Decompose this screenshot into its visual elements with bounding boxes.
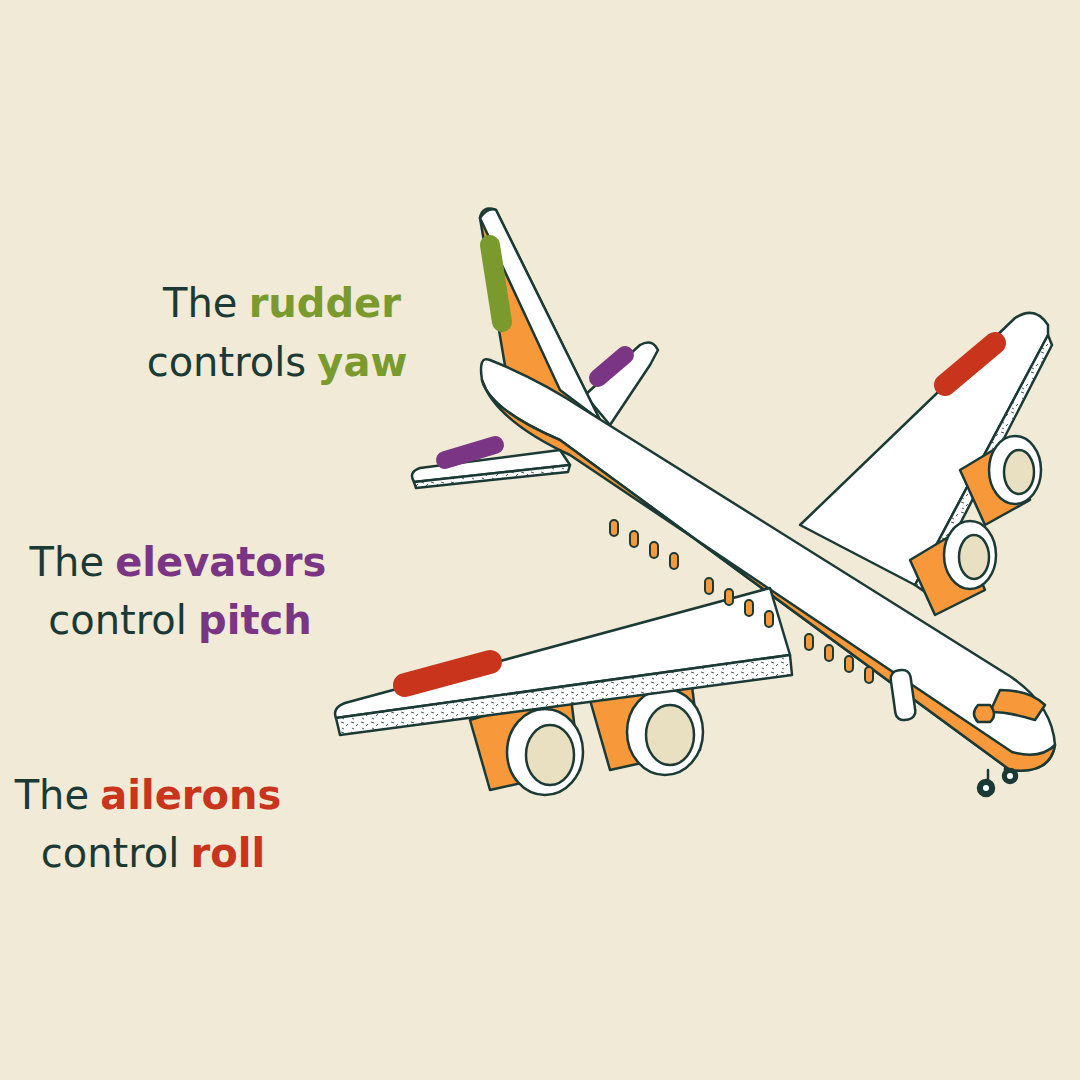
window: [865, 667, 873, 683]
term-label: yaw: [317, 338, 407, 386]
window: [765, 611, 773, 627]
caption-word: The: [15, 771, 89, 819]
label-line: Theailerons: [15, 771, 282, 819]
window: [825, 645, 833, 661]
term-label: ailerons: [100, 771, 281, 819]
window: [705, 578, 713, 594]
term-label: elevators: [115, 538, 326, 586]
caption-word: controls: [147, 338, 307, 386]
window: [745, 600, 753, 616]
label-line: controlsyaw: [147, 338, 408, 386]
caption-word: control: [41, 829, 180, 877]
label-line: Theelevators: [30, 538, 327, 586]
label-line: controlpitch: [48, 596, 312, 644]
label-line: Therudder: [163, 279, 401, 327]
term-label: roll: [191, 829, 266, 877]
window: [725, 589, 733, 605]
window: [845, 656, 853, 672]
window: [670, 553, 678, 569]
label-line: controlroll: [41, 829, 265, 877]
window: [650, 542, 658, 558]
term-label: pitch: [198, 596, 312, 644]
caption-word: control: [48, 596, 187, 644]
term-label: rudder: [249, 279, 401, 327]
window: [610, 520, 618, 536]
window: [630, 531, 638, 547]
caption-word: The: [163, 279, 237, 327]
window: [805, 634, 813, 650]
caption-word: The: [30, 538, 104, 586]
